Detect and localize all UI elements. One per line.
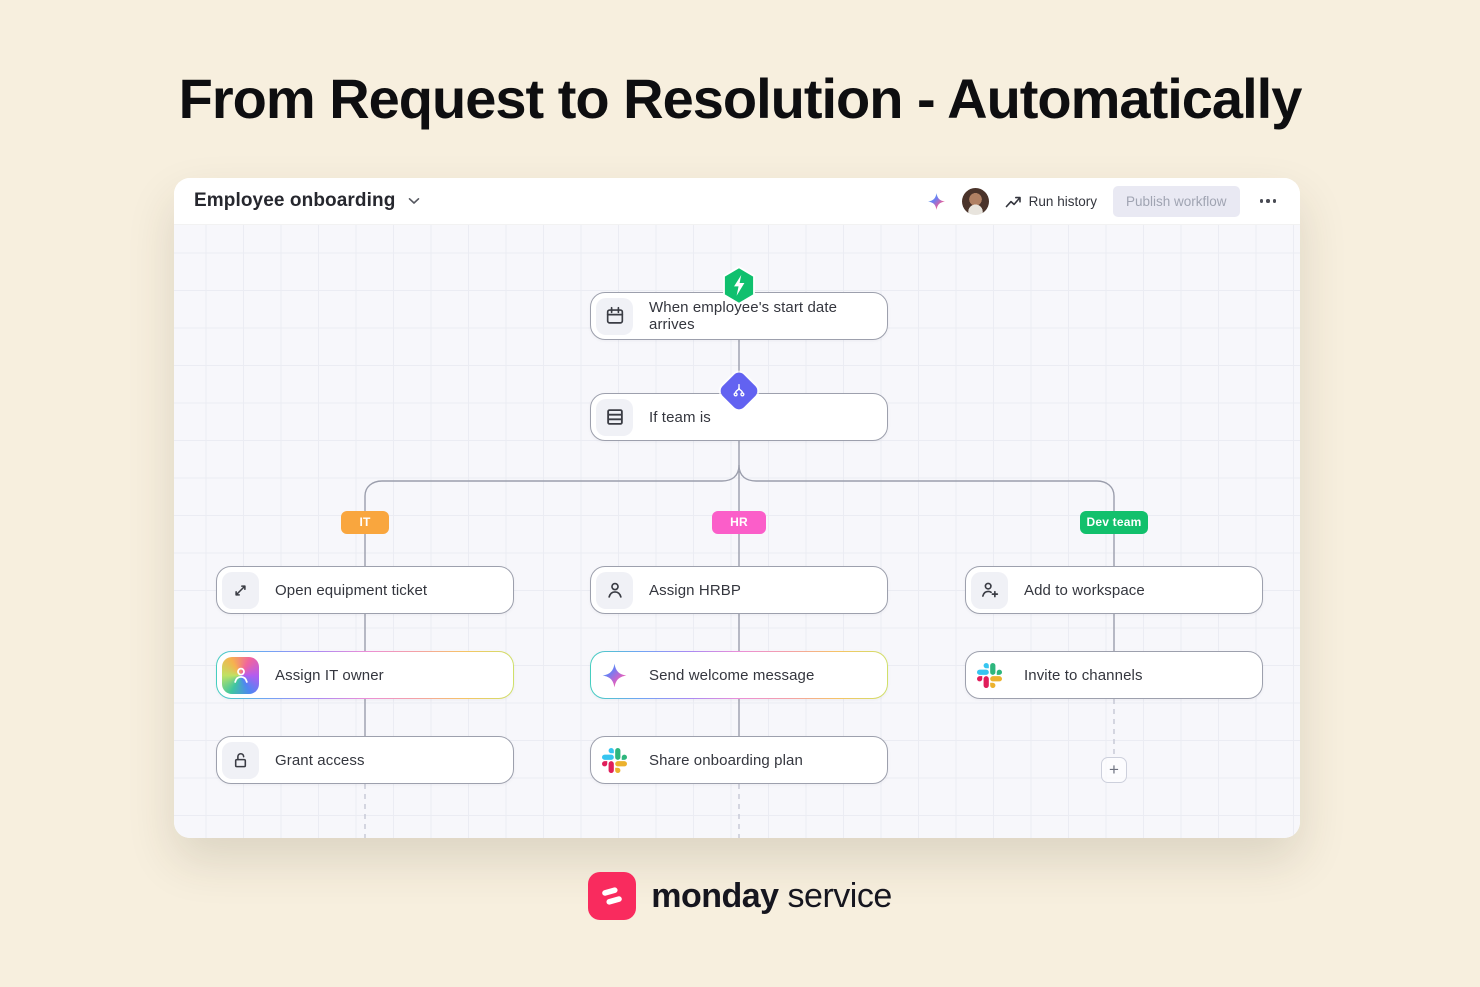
- node-label: Share onboarding plan: [649, 751, 803, 769]
- node-label: When employee's start date arrives: [649, 299, 838, 333]
- node-label: Open equipment ticket: [275, 581, 428, 599]
- node-label: Assign HRBP: [649, 581, 741, 599]
- user-avatar[interactable]: [961, 187, 989, 215]
- expand-icon: [222, 571, 259, 609]
- calendar-icon: [596, 297, 633, 335]
- chevron-down-icon[interactable]: [407, 196, 421, 206]
- person-add-icon: [971, 571, 1008, 609]
- node-assign-it-owner[interactable]: Assign IT owner: [216, 651, 514, 699]
- more-menu-icon[interactable]: [1256, 195, 1281, 207]
- unlock-icon: [222, 741, 259, 779]
- branch-diamond-icon: [717, 369, 761, 413]
- run-history-label: Run history: [1028, 193, 1097, 209]
- node-invite-to-channels[interactable]: Invite to channels: [965, 651, 1263, 699]
- node-add-to-workspace[interactable]: Add to workspace: [965, 566, 1263, 614]
- trend-arrow-icon: [1005, 196, 1021, 207]
- monday-logo-icon: [588, 872, 637, 920]
- connector-lines: [364, 340, 1115, 838]
- brand-name: monday: [651, 876, 779, 915]
- node-share-onboarding-plan[interactable]: Share onboarding plan: [590, 736, 888, 784]
- workflow-canvas[interactable]: When employee's start date arrives If te…: [174, 225, 1300, 838]
- add-step-button[interactable]: +: [1101, 757, 1127, 783]
- brand-wordmark: monday service: [651, 877, 892, 916]
- brand-footer: monday service: [0, 872, 1480, 920]
- run-history-button[interactable]: Run history: [1005, 194, 1097, 209]
- brand-product: service: [787, 876, 893, 915]
- node-grant-access[interactable]: Grant access: [216, 736, 514, 784]
- lightning-hexagon-icon: [723, 266, 755, 305]
- node-label: Grant access: [275, 751, 365, 769]
- workflow-window: Employee onboarding Run history: [174, 178, 1300, 838]
- node-label: Assign IT owner: [275, 666, 384, 684]
- slack-icon: [596, 742, 633, 779]
- page-title: From Request to Resolution - Automatical…: [178, 67, 1303, 130]
- branch-pill-hr[interactable]: HR: [712, 511, 766, 534]
- node-send-welcome-message[interactable]: Send welcome message: [590, 651, 888, 699]
- node-label: Send welcome message: [649, 666, 815, 684]
- ai-sparkle-icon[interactable]: [927, 192, 946, 211]
- node-open-equipment-ticket[interactable]: Open equipment ticket: [216, 566, 514, 614]
- publish-workflow-button[interactable]: Publish workflow: [1112, 185, 1240, 217]
- slack-icon: [971, 657, 1008, 694]
- person-gradient-icon: [222, 656, 259, 694]
- branch-pill-dev-team[interactable]: Dev team: [1080, 511, 1148, 534]
- node-label: If team is: [649, 408, 711, 426]
- branch-pill-it[interactable]: IT: [341, 511, 389, 534]
- rows-icon: [596, 398, 633, 436]
- node-assign-hrbp[interactable]: Assign HRBP: [590, 566, 888, 614]
- window-titlebar: Employee onboarding Run history: [174, 178, 1300, 225]
- node-label: Invite to channels: [1024, 666, 1143, 684]
- ai-star-icon: [596, 657, 633, 694]
- person-icon: [596, 571, 633, 609]
- node-label: Add to workspace: [1024, 581, 1145, 599]
- workflow-title[interactable]: Employee onboarding: [194, 190, 396, 211]
